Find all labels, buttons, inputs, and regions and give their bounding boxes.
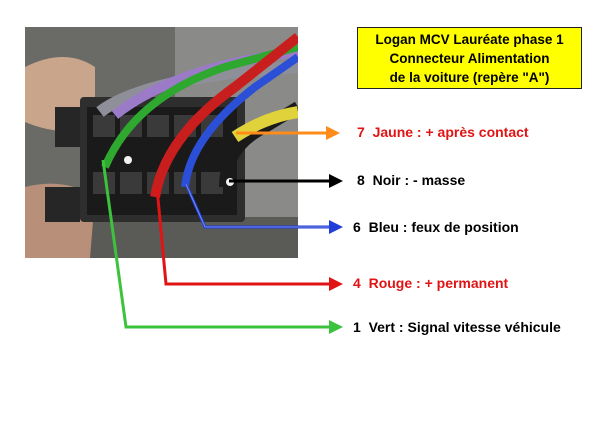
wire-label-rouge: 4 Rouge : + permanent [353,275,508,291]
wire-text: Jaune : + après contact [372,124,529,140]
wire-text: Bleu : feux de position [368,219,519,235]
arrow-bleu [184,183,331,229]
title-line-3: de la voiture (repère "A") [389,70,550,85]
wire-number: 8 [357,172,365,188]
arrow-rouge [155,187,331,286]
arrowhead-noir [329,174,343,188]
wire-text: Noir : - masse [372,172,466,188]
arrowhead-rouge [329,277,343,291]
wire-number: 4 [353,275,361,291]
connector-photo [25,27,298,258]
wire-text: Vert : Signal vitesse véhicule [368,319,561,335]
arrowhead-bleu [329,220,343,234]
title-line-1: Logan MCV Lauréate phase 1 [375,32,564,47]
wire-label-noir: 8 Noir : - masse [357,172,465,188]
wire-number: 1 [353,319,361,335]
title-box: Logan MCV Lauréate phase 1 Connecteur Al… [357,27,582,89]
title-line-2: Connecteur Alimentation [389,51,550,66]
wire-label-bleu: 6 Bleu : feux de position [353,219,519,235]
arrowhead-vert [329,320,343,334]
arrow-vert [101,159,331,329]
wire-label-jaune: 7 Jaune : + après contact [357,124,529,140]
wire-number: 7 [357,124,365,140]
arrowhead-jaune [326,126,340,140]
wire-number: 6 [353,219,361,235]
wire-label-vert: 1 Vert : Signal vitesse véhicule [353,319,561,335]
wire-text: Rouge : + permanent [368,275,509,291]
